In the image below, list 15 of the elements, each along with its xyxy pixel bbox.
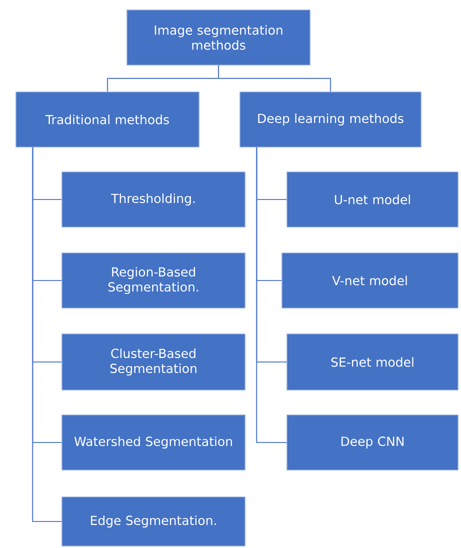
method-box: V-net model (282, 252, 458, 308)
root-box: Image segmentation methods (126, 10, 310, 66)
method-box: SE-net model (286, 334, 458, 390)
connector-line (256, 147, 287, 444)
method-box: Deep CNN (286, 414, 458, 470)
category-box: Deep learning methods (240, 92, 422, 148)
category-box: Traditional methods (16, 92, 200, 148)
method-box: Thresholding. (62, 172, 246, 228)
method-box: Watershed Segmentation (62, 414, 246, 470)
method-box: U-net model (286, 172, 458, 228)
method-box: Cluster-Based Segmentation (62, 334, 246, 390)
method-box: Edge Segmentation. (62, 496, 246, 546)
method-box: Region-Based Segmentation. (62, 252, 246, 308)
connector-line (218, 65, 332, 92)
connector-line (32, 147, 62, 522)
